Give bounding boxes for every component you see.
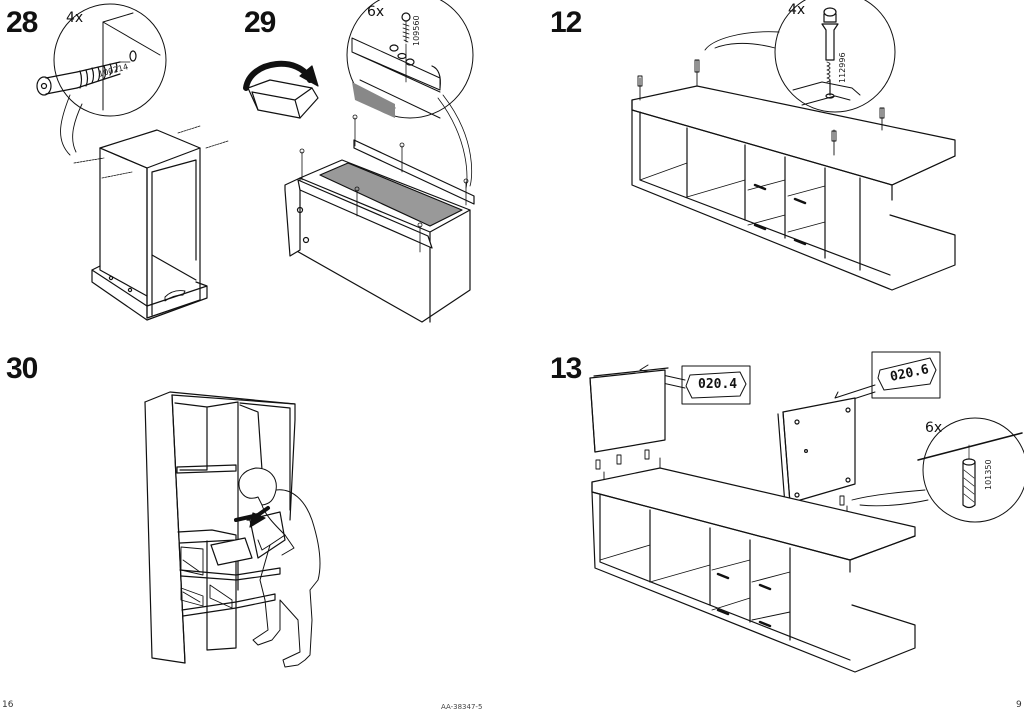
step-number-30: 30 — [6, 352, 38, 385]
wood-screw-icon — [402, 13, 410, 82]
step-number-29: 29 — [244, 6, 276, 39]
callout-tail — [61, 95, 82, 155]
part-number: 101350 — [984, 459, 993, 490]
step-12-illustration — [632, 0, 955, 290]
label-box-2 — [872, 352, 940, 398]
detail-magnifier — [347, 0, 473, 118]
bench-unit — [632, 86, 955, 185]
step-number-28: 28 — [6, 6, 38, 39]
part-number: 112996 — [838, 52, 847, 83]
bench-unit — [592, 468, 915, 560]
right-page-number: 9 — [1016, 700, 1022, 710]
person-figure — [239, 468, 320, 667]
detail-magnifier — [775, 0, 895, 112]
cabinet-box — [100, 130, 200, 318]
callout-tail — [852, 490, 928, 506]
quantity-label: 4x — [788, 2, 806, 18]
detail-magnifier — [923, 418, 1024, 522]
cam-bolt-icon — [37, 51, 136, 95]
step-28-illustration — [37, 4, 228, 320]
wooden-dowel-icon — [963, 445, 975, 508]
cam-dowel-icon — [822, 8, 838, 98]
flip-over-icon — [246, 64, 318, 118]
step-number-12: 12 — [550, 6, 582, 39]
part-number: 109560 — [412, 15, 421, 46]
step-number-13: 13 — [550, 352, 582, 385]
step-29-illustration — [246, 0, 474, 322]
quantity-label: 6x — [925, 420, 943, 436]
wardrobe — [145, 392, 295, 520]
step-30-illustration — [145, 392, 320, 667]
panel-020-4 — [590, 370, 665, 452]
quantity-label: 6x — [367, 4, 385, 20]
step-13-illustration — [590, 352, 1024, 672]
label-box-1 — [682, 366, 750, 404]
document-code: AA-38347-5 — [441, 703, 483, 711]
detail-magnifier — [54, 4, 166, 116]
callout-tail — [705, 32, 779, 50]
panel-label-020-4: 020.4 — [698, 377, 738, 392]
callout-tail — [438, 95, 472, 188]
panel-020-6 — [783, 398, 855, 503]
left-page-number: 16 — [2, 700, 14, 710]
quantity-label: 4x — [66, 10, 84, 26]
